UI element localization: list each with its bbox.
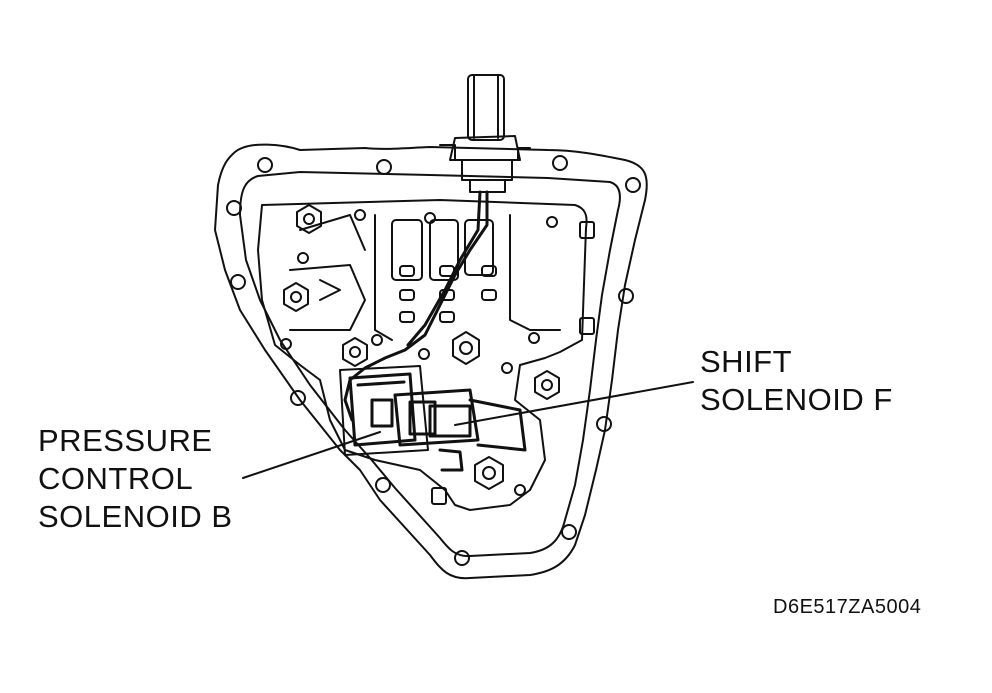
valve-body-plate — [257, 199, 588, 511]
case-outer-outline — [214, 143, 648, 580]
valve-body-bolts — [283, 204, 595, 505]
shift-solenoid-f — [393, 388, 527, 472]
shift-solenoid-label-line1: SHIFT — [700, 344, 793, 379]
shift-solenoid-label-line2: SOLENOID F — [700, 382, 893, 417]
case-bolt-holes — [226, 155, 641, 566]
pressure-control-solenoid-label: PRESSURE CONTROL SOLENOID B — [38, 422, 233, 536]
wiring-harness-branch — [406, 190, 482, 347]
valve-bores — [289, 214, 561, 341]
pressure-solenoid-label-line3: SOLENOID B — [38, 499, 233, 534]
shift-solenoid-label: SHIFT SOLENOID F — [700, 343, 893, 419]
pressure-solenoid-leader — [242, 431, 381, 479]
pressure-control-solenoid-b — [339, 365, 429, 456]
valve-body-holes — [280, 209, 558, 496]
pressure-solenoid-label-line2: CONTROL — [38, 461, 194, 496]
figure-code: D6E517ZA5004 — [773, 596, 922, 618]
case-inner-flange — [239, 171, 621, 558]
shift-solenoid-leader — [454, 381, 694, 426]
electrical-connector — [439, 74, 531, 193]
pressure-solenoid-label-line1: PRESSURE — [38, 423, 213, 458]
